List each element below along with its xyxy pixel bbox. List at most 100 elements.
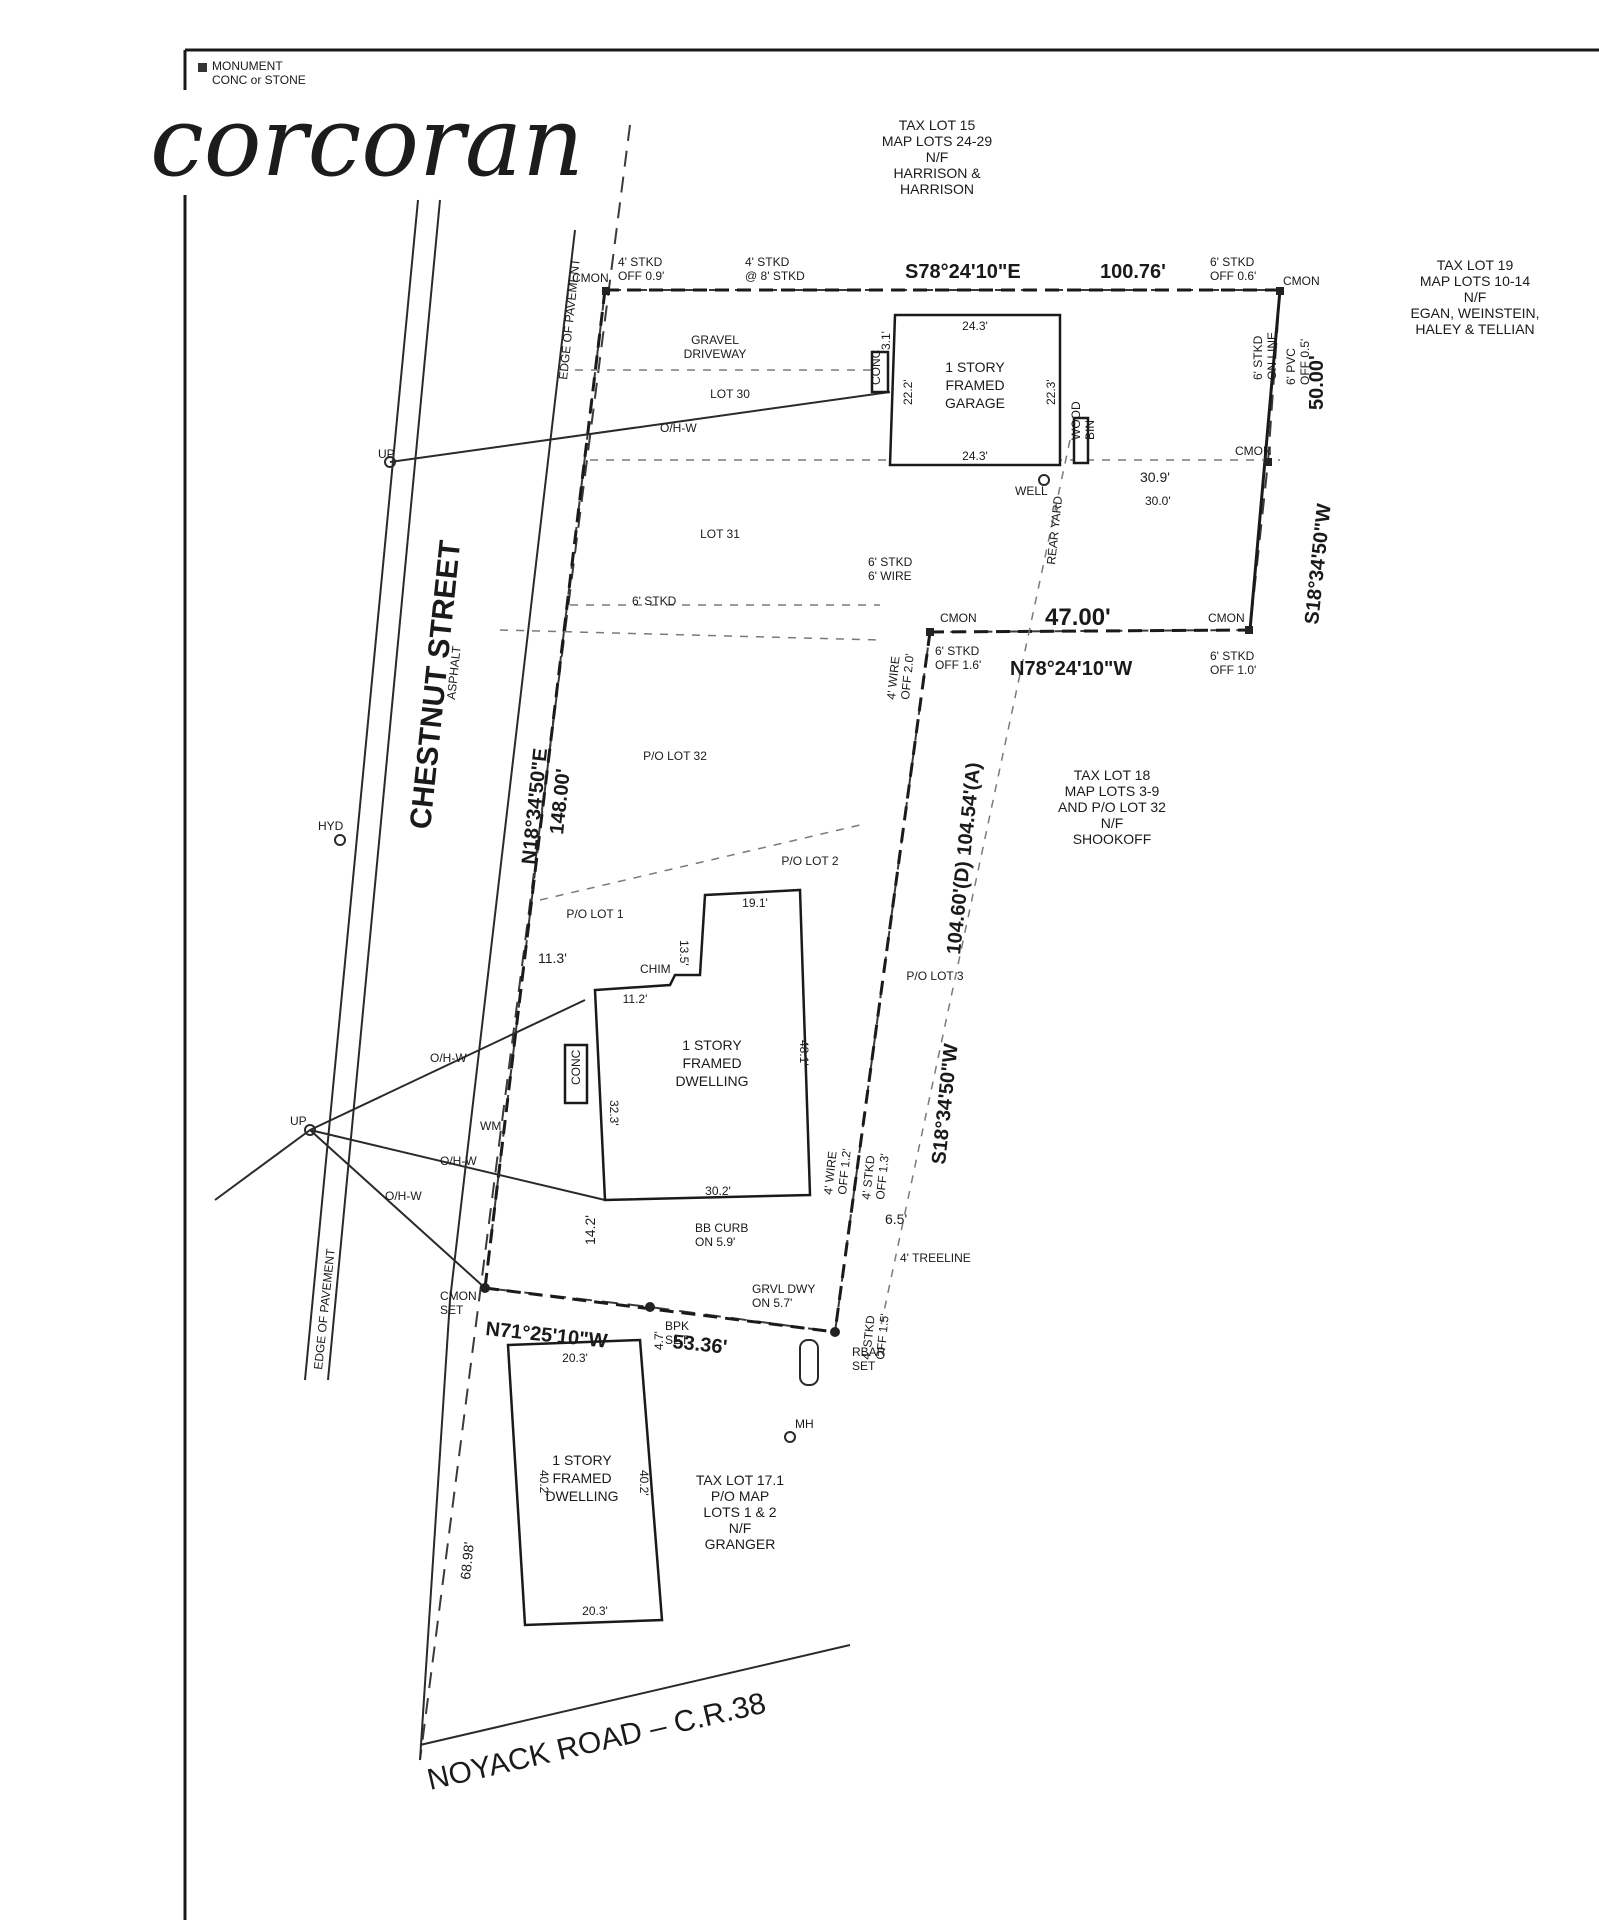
offset-30-0: 30.0' <box>1145 494 1171 508</box>
cmon-ne <box>1276 287 1284 295</box>
note-conc-garage: CONC <box>869 349 883 385</box>
manhole-icon <box>784 1431 796 1443</box>
bearing-mid: N78°24'10"W <box>1010 658 1132 680</box>
rear-yard-line <box>879 439 1071 1331</box>
neighbor-17-line: GRANGER <box>705 1536 776 1552</box>
note-wire-off12: OFF 1.2' <box>835 1148 854 1196</box>
neighbor-19-line: MAP LOTS 10-14 <box>1420 273 1530 289</box>
note-bb-curb: BB CURB <box>695 1221 748 1235</box>
neighbor-18-line: MAP LOTS 3-9 <box>1065 783 1160 799</box>
note-cmon-mid: CMON <box>940 611 977 625</box>
dwelling-2-label-line: FRAMED <box>552 1470 611 1486</box>
neighbor-19-line: HALEY & TELLIAN <box>1415 321 1534 337</box>
distance-southeast: 104.60'(D) 104.54'(A) <box>943 761 985 955</box>
bearing-southeast: S18°34'50"W <box>928 1043 963 1166</box>
well-icon <box>1038 474 1050 486</box>
neighbor-17-line: P/O MAP <box>711 1488 769 1504</box>
street-edge-line-east <box>449 229 576 1301</box>
neighbor-18-line: N/F <box>1101 815 1124 831</box>
note-grvl-dwy: ON 5.7' <box>752 1296 792 1310</box>
distance-southwest: 68.98' <box>457 1541 477 1580</box>
neighbor-15: TAX LOT 15 MAP LOTS 24-29 N/F HARRISON &… <box>882 117 992 197</box>
legend-line-1: MONUMENT <box>212 59 283 73</box>
garage-conc-pad <box>870 350 890 394</box>
lot-30-label: LOT 30 <box>710 387 750 401</box>
note-pvc: 6' PVC <box>1284 348 1298 385</box>
note-cmon-ne: CMON <box>1283 274 1320 288</box>
note-cmon-nw: CMON <box>572 271 609 285</box>
note-hyd: HYD <box>318 819 344 833</box>
neighbor-15-line: TAX LOT 15 <box>899 117 976 133</box>
gravel-driveway-label: DRIVEWAY <box>684 347 747 361</box>
neighbor-17-line: N/F <box>729 1520 752 1536</box>
bpk-marker <box>645 1302 655 1312</box>
note-stkd-off16: 6' STKD <box>935 644 980 658</box>
dwelling-dim-top: 19.1' <box>742 896 768 910</box>
note-stkd-off09: OFF 0.9' <box>618 269 664 283</box>
note-stkd-off10: OFF 1.0' <box>1210 663 1256 677</box>
dwelling-conc-pad <box>563 1043 589 1105</box>
note-well: WELL <box>1015 484 1048 498</box>
street-centerline <box>419 124 631 1761</box>
garage-dim-top: 24.3' <box>962 319 988 333</box>
note-stkd-off06: OFF 0.6' <box>1210 269 1256 283</box>
utility-pole-north-icon <box>384 456 396 468</box>
neighbor-15-line: HARRISON & <box>893 165 981 181</box>
lot-32-label: P/O LOT 32 <box>643 749 707 763</box>
wood-bin <box>1072 416 1090 465</box>
dwelling-dim-step: 11.2' <box>623 992 648 1006</box>
overhead-wire-5 <box>214 1129 311 1201</box>
note-ohw-1: O/H-W <box>660 421 697 435</box>
note-wire: 6' WIRE <box>868 569 912 583</box>
note-wire-off20: 4' WIRE <box>884 655 902 700</box>
dwelling-label-line: 1 STORY <box>682 1037 742 1053</box>
road-west-edge <box>419 1299 451 1761</box>
garage-dim-bottom: 24.3' <box>962 449 988 463</box>
monument-legend-icon <box>198 63 207 72</box>
dwelling-2-label: 1 STORY FRAMED DWELLING <box>545 1452 618 1504</box>
note-stkd-online: 6' STKD <box>1251 335 1265 380</box>
street-edge-line-west <box>304 199 419 1381</box>
southeast-line <box>833 631 932 1333</box>
dwelling-dim-bottom: 30.2' <box>705 1184 731 1198</box>
neighbor-19: TAX LOT 19 MAP LOTS 10-14 N/F EGAN, WEIN… <box>1410 257 1539 337</box>
note-ohw-3: O/H-W <box>440 1154 477 1168</box>
overhead-wire-1 <box>389 391 891 463</box>
note-ohw-4: O/H-W <box>385 1189 422 1203</box>
garage-dim-right: 22.3' <box>1044 379 1058 405</box>
note-up-north: UP <box>378 447 395 461</box>
note-wm: WM <box>480 1119 501 1133</box>
cmon-se <box>1245 626 1253 634</box>
legend-line-2: CONC or STONE <box>212 73 306 87</box>
cmon-sw <box>480 1283 490 1293</box>
lot-3-label: P/O LOT 3 <box>906 969 963 983</box>
note-bpk-set: BPK <box>665 1319 689 1333</box>
hydrant-icon <box>334 834 346 846</box>
cmon-e-mid <box>1264 458 1272 466</box>
dwelling-label-line: FRAMED <box>682 1055 741 1071</box>
dwelling-label: 1 STORY FRAMED DWELLING <box>675 1037 748 1089</box>
gravel-driveway-label: GRAVEL <box>691 333 739 347</box>
lot-line-2 <box>539 824 861 901</box>
dwelling-dim-left: 32.3' <box>607 1100 621 1126</box>
note-wood-bin: BIN <box>1083 420 1097 440</box>
neighbor-18-line: AND P/O LOT 32 <box>1058 799 1166 815</box>
note-stkd6: 6' STKD <box>632 594 677 608</box>
cmon-nw <box>602 287 610 295</box>
distance-east: 50.00' <box>1306 355 1328 410</box>
offset-14-2: 14.2' <box>582 1215 598 1245</box>
note-chim: CHIM <box>640 962 671 976</box>
lot-31-label: LOT 31 <box>700 527 740 541</box>
note-ohw-2: O/H-W <box>430 1051 467 1065</box>
note-rbar-set: RBAR <box>852 1345 886 1359</box>
dwelling-dim-right: 48.1' <box>797 1040 811 1066</box>
overhead-wire-4 <box>309 1129 486 1289</box>
note-treeline: 4' TREELINE <box>900 1251 971 1265</box>
neighbor-15-line: N/F <box>926 149 949 165</box>
note-rear-yard: REAR YARD <box>1044 495 1065 565</box>
dwelling-2-dim-right: 40.2' <box>637 1470 651 1496</box>
dwelling-label-line: DWELLING <box>675 1073 748 1089</box>
dwelling-2-label-line: DWELLING <box>545 1488 618 1504</box>
note-cmon-set: SET <box>440 1303 464 1317</box>
overhead-wire-3 <box>309 1129 606 1201</box>
